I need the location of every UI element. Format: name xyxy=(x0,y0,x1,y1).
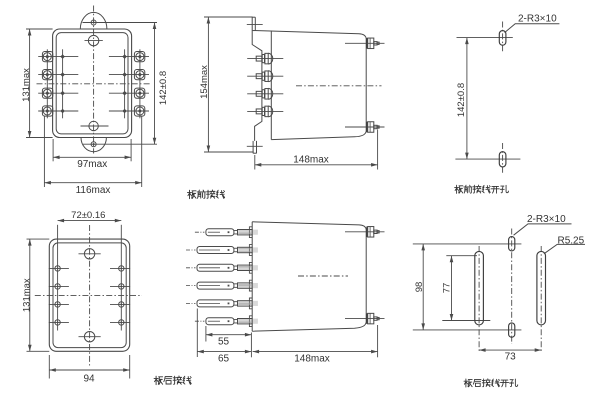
svg-text:98: 98 xyxy=(414,282,425,293)
svg-text:R5.25: R5.25 xyxy=(558,235,585,246)
svg-text:131max: 131max xyxy=(21,68,32,102)
svg-text:148max: 148max xyxy=(293,155,329,166)
svg-text:154max: 154max xyxy=(199,65,210,99)
svg-text:131max: 131max xyxy=(21,278,32,312)
svg-text:65: 65 xyxy=(218,353,230,364)
svg-text:73: 73 xyxy=(505,352,517,363)
svg-text:142±0.8: 142±0.8 xyxy=(456,83,467,117)
svg-text:97max: 97max xyxy=(77,159,107,170)
svg-text:116max: 116max xyxy=(76,185,111,196)
svg-text:55: 55 xyxy=(218,336,230,347)
svg-text:72±0.16: 72±0.16 xyxy=(71,210,105,221)
svg-text:2-R3×10: 2-R3×10 xyxy=(527,214,566,225)
svg-text:77: 77 xyxy=(442,283,453,294)
svg-text:2-R3×10: 2-R3×10 xyxy=(518,14,557,25)
svg-text:142±0.8: 142±0.8 xyxy=(158,71,169,105)
svg-text:94: 94 xyxy=(83,374,95,385)
svg-text:148max: 148max xyxy=(294,353,330,364)
